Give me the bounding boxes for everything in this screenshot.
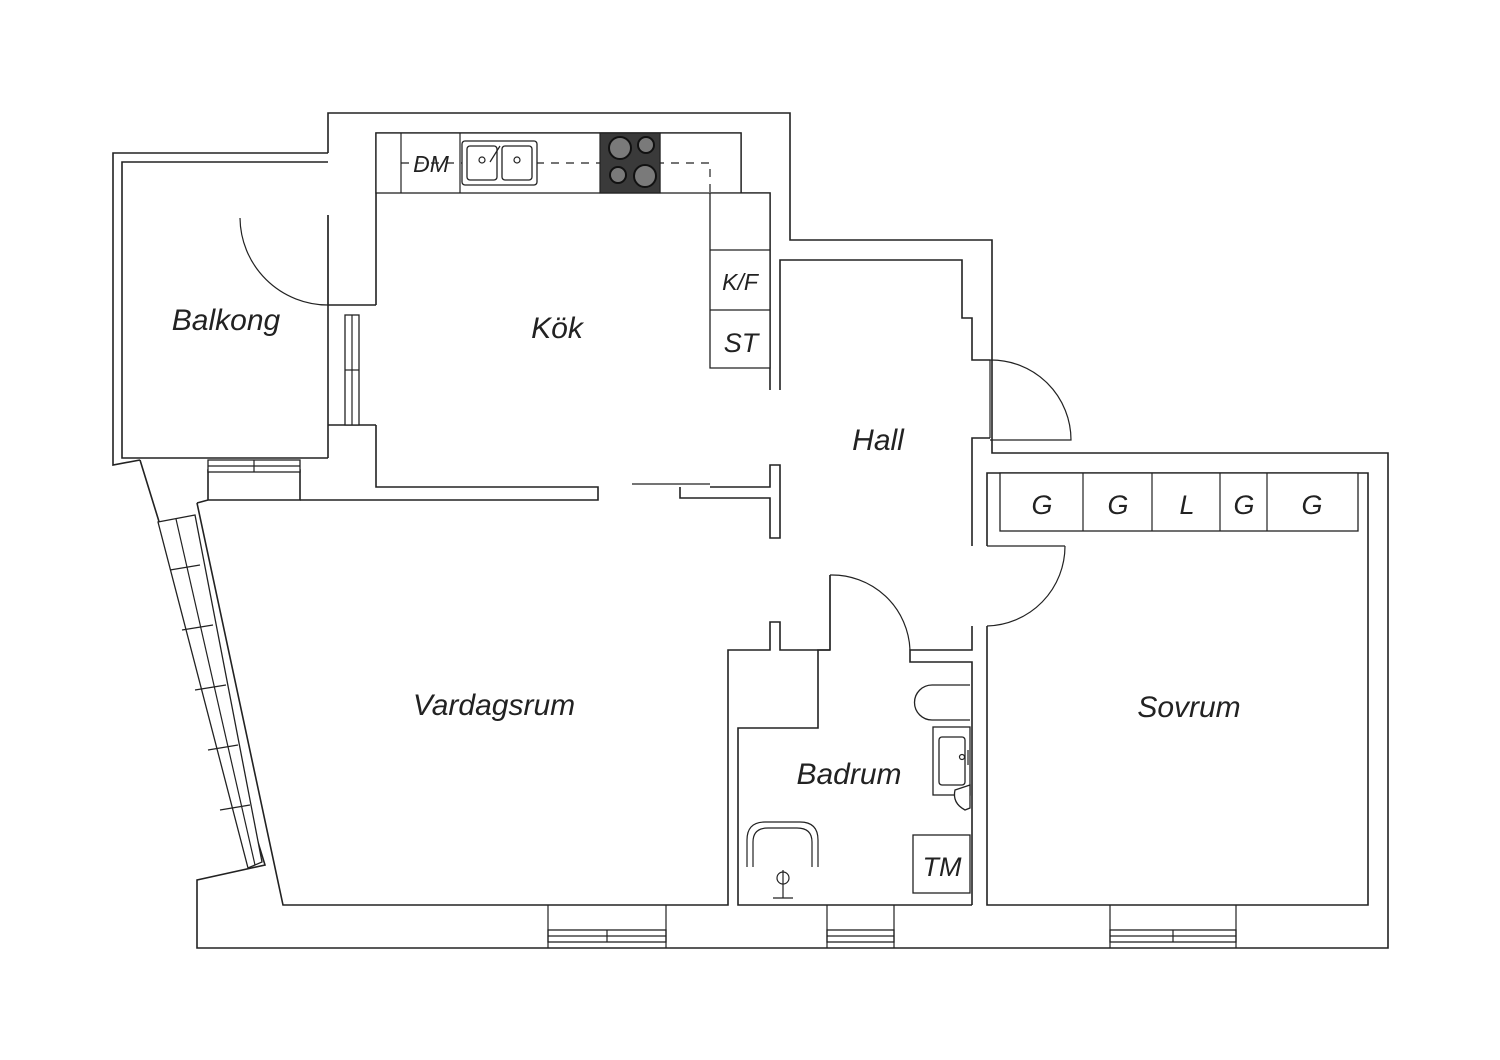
room-label-hall: Hall bbox=[852, 424, 905, 457]
windows bbox=[157, 314, 1237, 948]
door-balcony bbox=[239, 215, 329, 306]
toilet bbox=[953, 784, 971, 811]
doors bbox=[239, 215, 1072, 651]
dishwasher-label: DM bbox=[413, 151, 450, 177]
window-balcony-door bbox=[344, 314, 360, 426]
wardrobes bbox=[999, 472, 1359, 532]
window-balcony-bottom bbox=[207, 459, 301, 473]
room-labels: Balkong Kök Hall Vardagsrum Badrum Sovru… bbox=[172, 304, 1241, 791]
wardrobe-label: G bbox=[1233, 490, 1254, 520]
room-label-vardagsrum: Vardagsrum bbox=[413, 689, 575, 722]
wardrobe-label: G bbox=[1301, 490, 1322, 520]
wardrobe-label: G bbox=[1031, 490, 1052, 520]
storage-label: ST bbox=[724, 328, 761, 358]
door-bedroom bbox=[986, 545, 1066, 627]
wardrobe-label: L bbox=[1179, 490, 1194, 520]
window-bedroom-bottom bbox=[1109, 905, 1237, 948]
fridge-freezer-label: K/F bbox=[722, 269, 760, 295]
bathtub bbox=[913, 684, 970, 721]
room-label-sovrum: Sovrum bbox=[1137, 691, 1240, 724]
fixture-labels: DM K/F ST TM G G L G G bbox=[413, 151, 1322, 882]
window-living-bottom bbox=[547, 905, 667, 948]
stove bbox=[599, 132, 661, 194]
room-label-balkong: Balkong bbox=[172, 304, 281, 337]
window-bathroom-bottom bbox=[826, 905, 895, 948]
room-label-kok: Kök bbox=[531, 312, 585, 345]
sink bbox=[461, 140, 538, 186]
washing-machine-label: TM bbox=[923, 852, 962, 882]
washbasin bbox=[932, 726, 971, 796]
door-bathroom bbox=[829, 574, 911, 651]
outer-walls bbox=[112, 112, 1389, 949]
window-living-left bbox=[157, 514, 263, 869]
kitchen-counter bbox=[375, 132, 771, 369]
washing-machine bbox=[912, 834, 971, 894]
door-entrance bbox=[989, 359, 1072, 441]
wardrobe-label: G bbox=[1107, 490, 1128, 520]
shower bbox=[746, 821, 819, 899]
room-label-badrum: Badrum bbox=[796, 758, 901, 791]
